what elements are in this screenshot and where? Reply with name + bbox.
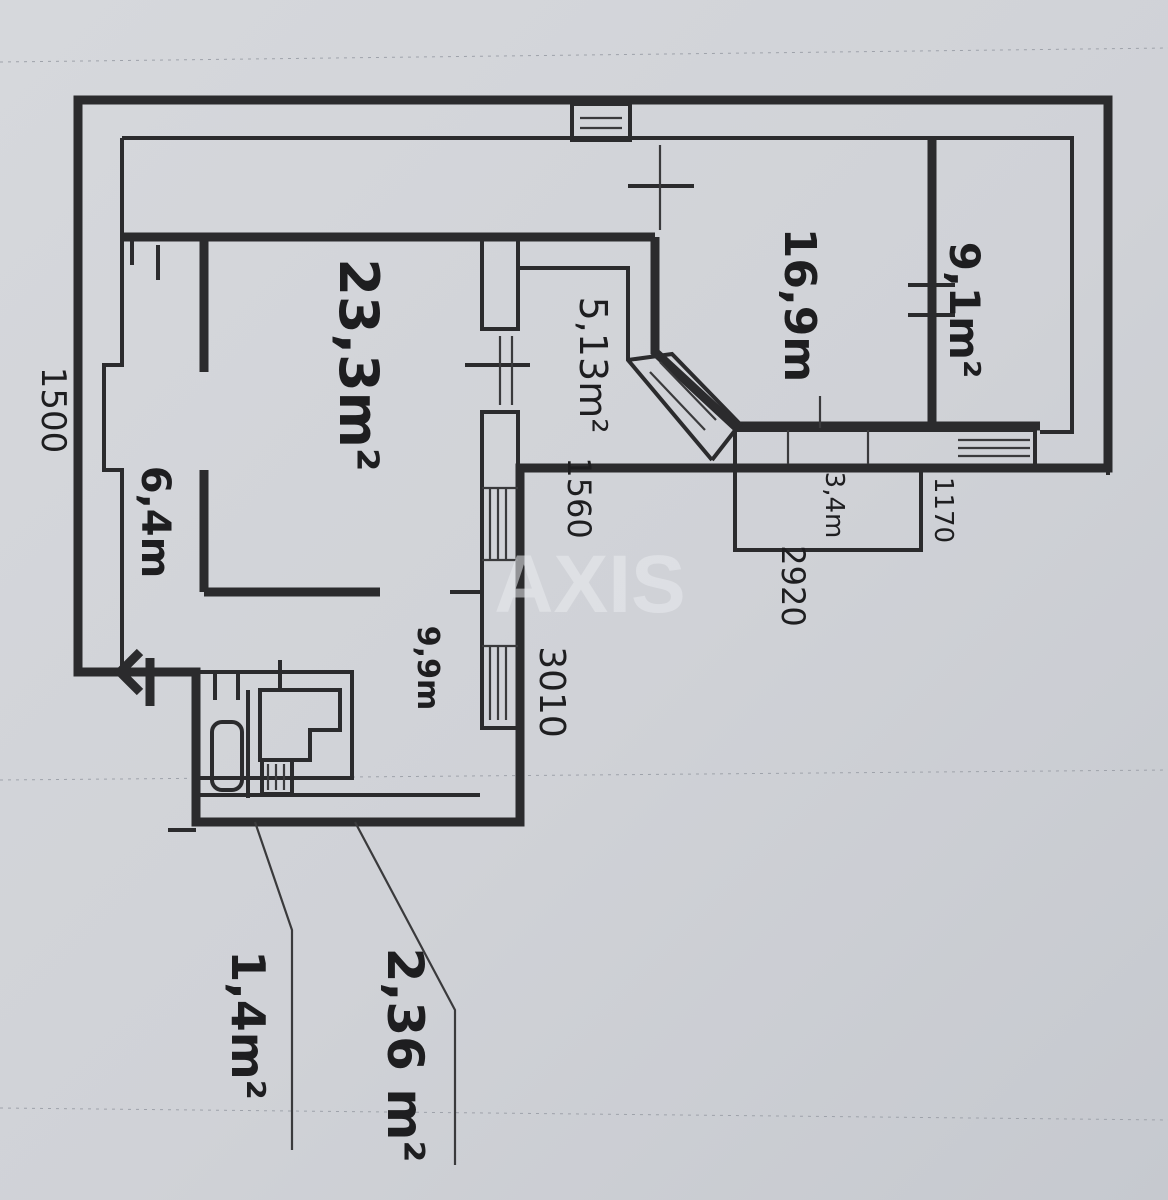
bath-area: 2,36 m² [376, 948, 434, 1163]
kitchen-area: 5,13m² [571, 297, 615, 434]
entrance-arrow-icon [113, 648, 200, 706]
toilet-area: 1,4m² [221, 950, 275, 1100]
leader-bath [354, 821, 457, 1165]
partition-column [480, 235, 520, 331]
dim-2920: 2920 [774, 545, 812, 626]
vent-box [570, 102, 632, 142]
room2-area: 16,9m [774, 228, 825, 382]
pantry-area: 3,4m [819, 472, 849, 539]
leader-toilet [253, 821, 294, 1150]
dim-1170: 1170 [928, 477, 958, 543]
dim-3010: 3010 [531, 646, 572, 738]
toilet-icon [210, 720, 244, 792]
dim-overall: 1500 [33, 367, 73, 454]
bathroom-block [196, 670, 354, 780]
window-column [480, 410, 520, 730]
inner-wall-line [122, 136, 1074, 434]
kitchen-wall [518, 266, 714, 462]
kitchen-angled-wall [650, 237, 1040, 431]
watermark: AXIS [494, 539, 685, 630]
corridor-area: 9,9m [410, 626, 445, 710]
dim-1560: 1560 [560, 457, 598, 538]
living-room-area: 23,3m² [327, 258, 390, 471]
hall-area: 6,4m [132, 466, 178, 579]
room3-area: 9,1m² [940, 242, 989, 379]
pantry [733, 464, 923, 552]
bay-window [627, 351, 743, 462]
inner-wall-left [102, 138, 124, 672]
